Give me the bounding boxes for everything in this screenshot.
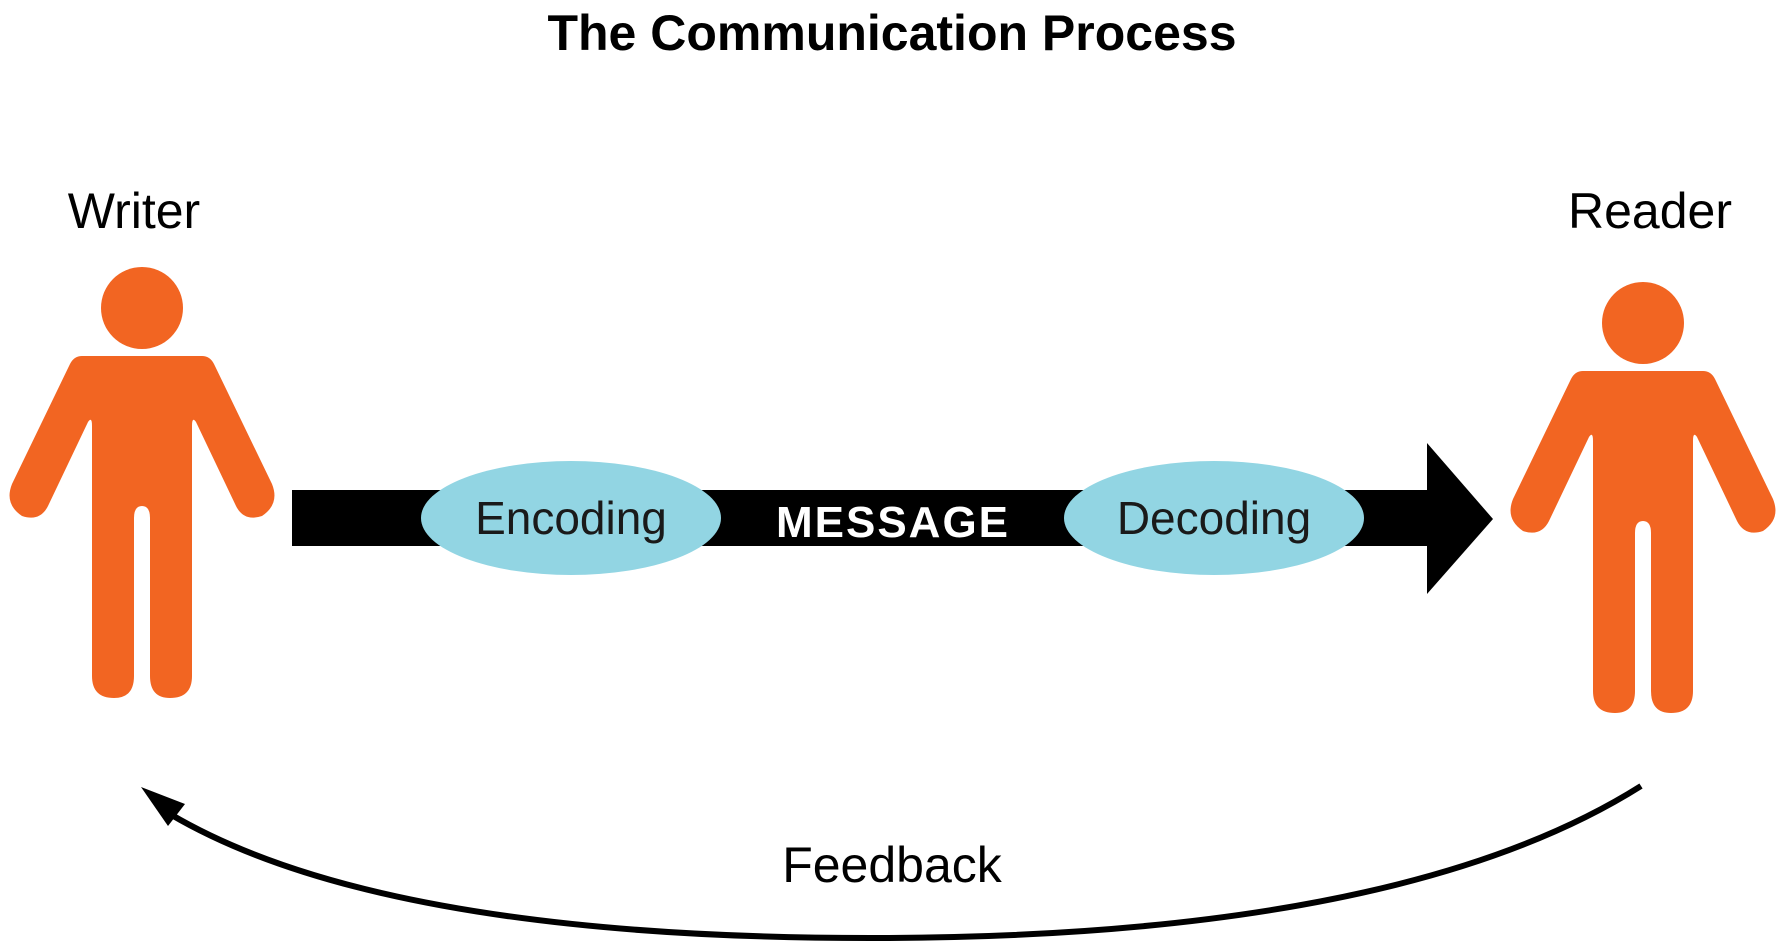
reader-label: Reader	[1568, 183, 1732, 239]
reader-figure-icon	[1510, 282, 1776, 713]
feedback-label: Feedback	[782, 837, 1003, 893]
decoding-bubble	[1064, 461, 1364, 575]
feedback-arrow-line	[168, 783, 1643, 942]
message-arrow	[292, 443, 1493, 594]
message-label: MESSAGE	[776, 498, 1010, 547]
writer-label: Writer	[68, 183, 200, 239]
encoding-bubble	[421, 461, 721, 575]
encoding-label: Encoding	[475, 492, 667, 544]
diagram-title: The Communication Process	[547, 5, 1236, 61]
feedback-arrowhead-icon	[141, 787, 185, 826]
writer-figure-icon	[9, 267, 275, 698]
decoding-label: Decoding	[1117, 492, 1311, 544]
